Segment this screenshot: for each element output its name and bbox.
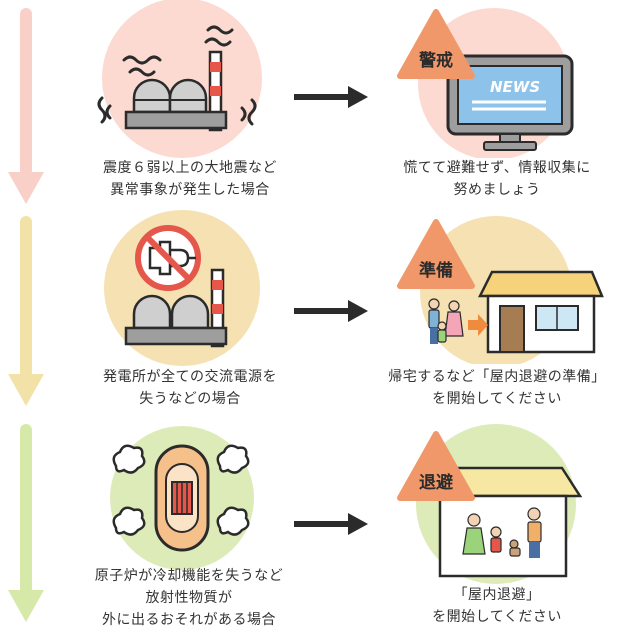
- warning-badge-icon: 退避: [397, 431, 475, 501]
- progression-arrow-1: [8, 8, 44, 204]
- return-home-illustration: 準備: [397, 216, 604, 364]
- go-home-arrow-icon: [468, 314, 488, 336]
- power-loss-plant-illustration: [104, 210, 260, 366]
- action-3-line-1: 「屋内退避」: [453, 587, 541, 603]
- warning-badge-icon: 警戒: [397, 9, 475, 79]
- condition-2-text: 発電所が全ての交流電源を 失うなどの場合: [80, 366, 300, 410]
- power-plant-icon: [124, 268, 228, 348]
- progression-arrows: [8, 8, 44, 622]
- reactor-cooling-loss-illustration: [110, 426, 254, 570]
- action-1-line-1: 慌てて避難せず、情報収集に: [403, 160, 591, 176]
- house-icon: [477, 270, 604, 354]
- badge-junbi-text: 準備: [419, 260, 453, 281]
- flow-arrow-1: [294, 86, 368, 108]
- action-1-line-2: 努めましょう: [453, 182, 541, 198]
- condition-1-line-2: 異常事象が発生した場合: [110, 182, 270, 198]
- news-screen-text: NEWS: [490, 78, 540, 96]
- condition-3-line-1: 原子炉が冷却機能を失うなど: [94, 568, 284, 584]
- news-tv-illustration: NEWS 警戒: [397, 8, 574, 158]
- condition-1-text: 震度６弱以上の大地震など 異常事象が発生した場合: [80, 157, 300, 201]
- badge-taihi-text: 退避: [419, 472, 453, 493]
- flow-arrow-2: [294, 300, 368, 322]
- action-3-text: 「屋内退避」 を開始してください: [372, 584, 622, 628]
- condition-3-line-2: 放射性物質が: [145, 590, 233, 606]
- condition-2-line-1: 発電所が全ての交流電源を: [103, 369, 277, 385]
- condition-2-line-2: 失うなどの場合: [139, 391, 241, 407]
- progression-arrow-3: [8, 424, 44, 622]
- indoor-shelter-illustration: 退避: [397, 424, 583, 584]
- no-plug-icon: [135, 225, 201, 291]
- condition-3-line-3: 外に出るおそれがある場合: [102, 612, 276, 628]
- action-1-text: 慌てて避難せず、情報収集に 努めましょう: [372, 157, 622, 201]
- tv-icon: NEWS: [446, 54, 574, 151]
- action-3-line-2: を開始してください: [432, 609, 562, 625]
- condition-circle-1: [102, 0, 262, 158]
- shaking-lines: [97, 25, 257, 126]
- earthquake-plant-illustration: [97, 0, 262, 158]
- action-2-line-1: 帰宅するなど「屋内退避の準備」: [388, 369, 606, 385]
- smoke-puffs: [112, 444, 250, 536]
- condition-3-text: 原子炉が冷却機能を失うなど 放射性物質が 外に出るおそれがある場合: [64, 565, 314, 631]
- action-2-text: 帰宅するなど「屋内退避の準備」 を開始してください: [372, 366, 622, 410]
- family-walking-icon: [428, 298, 464, 344]
- warning-badge-icon: 準備: [397, 219, 475, 289]
- condition-1-line-1: 震度６弱以上の大地震など: [103, 160, 277, 176]
- progression-arrow-2: [8, 216, 44, 406]
- reactor-vessel-icon: [154, 444, 210, 552]
- power-plant-icon: [124, 50, 228, 132]
- family-sheltering-icon: [462, 507, 542, 558]
- action-2-line-2: を開始してください: [432, 391, 562, 407]
- badge-keikai-text: 警戒: [418, 50, 453, 71]
- flow-arrow-3: [294, 513, 368, 535]
